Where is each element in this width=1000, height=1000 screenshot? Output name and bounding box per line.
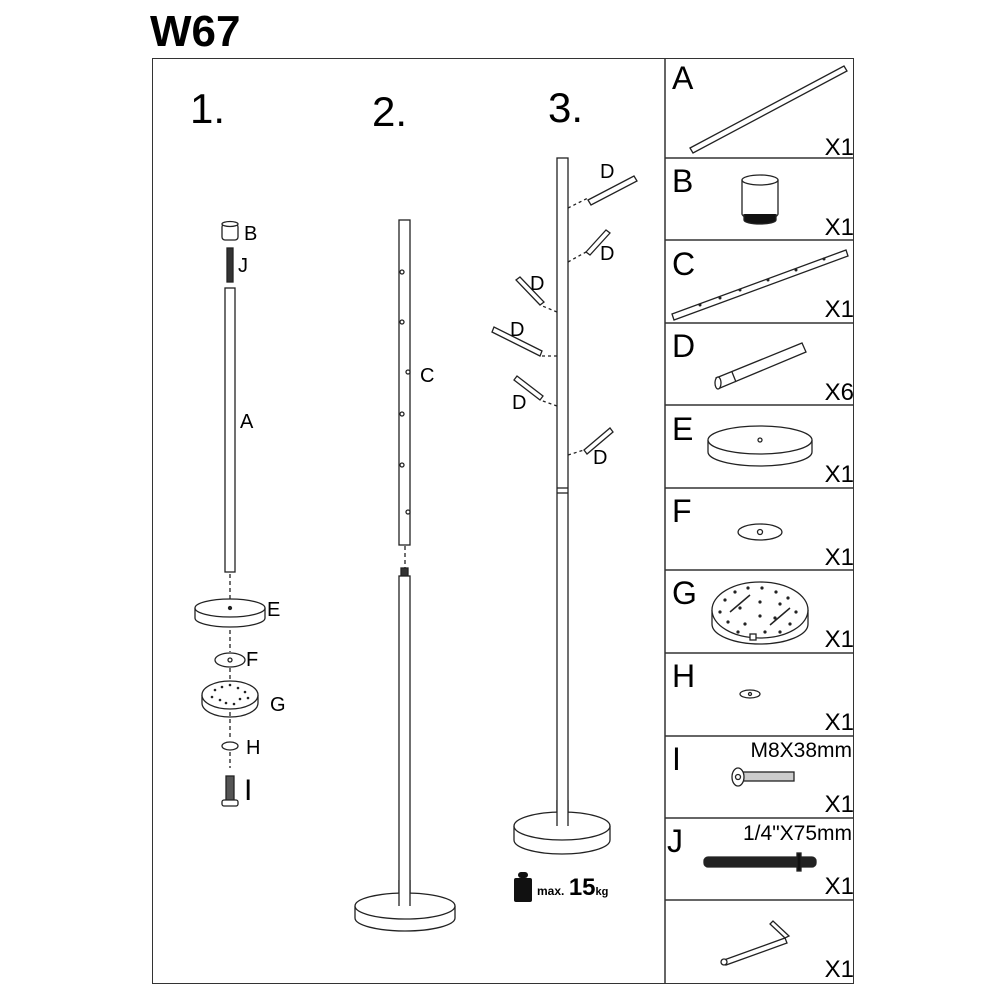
max-load-unit: kg — [595, 886, 609, 898]
parts-grid — [664, 58, 854, 984]
part-letter-b: B — [672, 163, 694, 199]
label-d: D — [510, 319, 525, 341]
part-g-plate — [201, 680, 259, 710]
max-load: max. 15kg — [537, 876, 608, 900]
model-title: W67 — [150, 7, 241, 56]
part-qty-c: X1 — [824, 296, 854, 323]
instruction-frame — [152, 58, 854, 984]
label-f: F — [246, 649, 259, 671]
peg-d — [715, 342, 807, 389]
step3-drawing — [491, 157, 638, 902]
label-a: A — [240, 411, 254, 433]
label-d: D — [530, 273, 545, 295]
label-g: G — [270, 694, 286, 716]
step2-drawing — [354, 219, 456, 932]
part-letter-d: D — [672, 328, 696, 364]
part-qty-i: X1 — [824, 791, 854, 818]
label-i: I — [244, 774, 253, 807]
part-qty-f: X1 — [824, 544, 854, 571]
part-a-tube — [224, 287, 236, 573]
part-h-washer — [221, 741, 239, 751]
part-qty-d: X6 — [824, 379, 854, 406]
label-h: H — [246, 737, 261, 759]
part-i-bolt — [225, 775, 235, 803]
part-qty-g: X1 — [824, 626, 854, 653]
part-qty-a: X1 — [824, 134, 854, 161]
part-a-tube — [398, 575, 411, 903]
weight-icon — [514, 872, 532, 902]
parts-illustrations — [671, 65, 849, 966]
part-spec-j: 1/4"X75mm — [743, 822, 852, 845]
part-letter-c: C — [672, 246, 696, 282]
label-d: D — [593, 447, 608, 469]
max-load-prefix: max. — [537, 884, 565, 898]
part-letter-g: G — [672, 575, 697, 611]
cap-b — [741, 180, 779, 220]
part-letter-e: E — [672, 411, 694, 447]
part-spec-i: M8X38mm — [750, 739, 852, 762]
part-qty-j: X1 — [824, 873, 854, 900]
label-b: B — [244, 223, 258, 245]
label-c: C — [420, 365, 435, 387]
bolt-j — [703, 852, 817, 872]
step1-drawing — [194, 220, 266, 807]
label-d: D — [512, 392, 527, 414]
label-e: E — [267, 599, 281, 621]
part-letter-i: I — [672, 741, 681, 777]
hex-key-icon — [720, 920, 791, 966]
step-number-2: 2. — [372, 88, 408, 135]
rod-a — [689, 65, 848, 154]
part-letter-j: J — [667, 823, 683, 859]
part-letter-f: F — [672, 493, 692, 529]
bolt-i — [731, 767, 795, 787]
part-qty-b: X1 — [824, 214, 854, 241]
rod-c — [671, 249, 849, 321]
part-j-bolt — [226, 247, 234, 283]
label-j: J — [238, 255, 248, 277]
part-letter-h: H — [672, 658, 696, 694]
max-load-value: 15 — [568, 874, 596, 901]
part-letter-a: A — [672, 60, 694, 96]
label-d: D — [600, 243, 615, 265]
step-number-1: 1. — [190, 85, 226, 132]
step-number-3: 3. — [548, 84, 584, 131]
part-qty-h: X1 — [824, 709, 854, 736]
hooks-d — [491, 175, 638, 456]
part-c-tube — [398, 219, 411, 546]
part-qty-hex-key: X1 — [824, 956, 854, 983]
label-d: D — [600, 161, 615, 183]
part-qty-e: X1 — [824, 461, 854, 488]
